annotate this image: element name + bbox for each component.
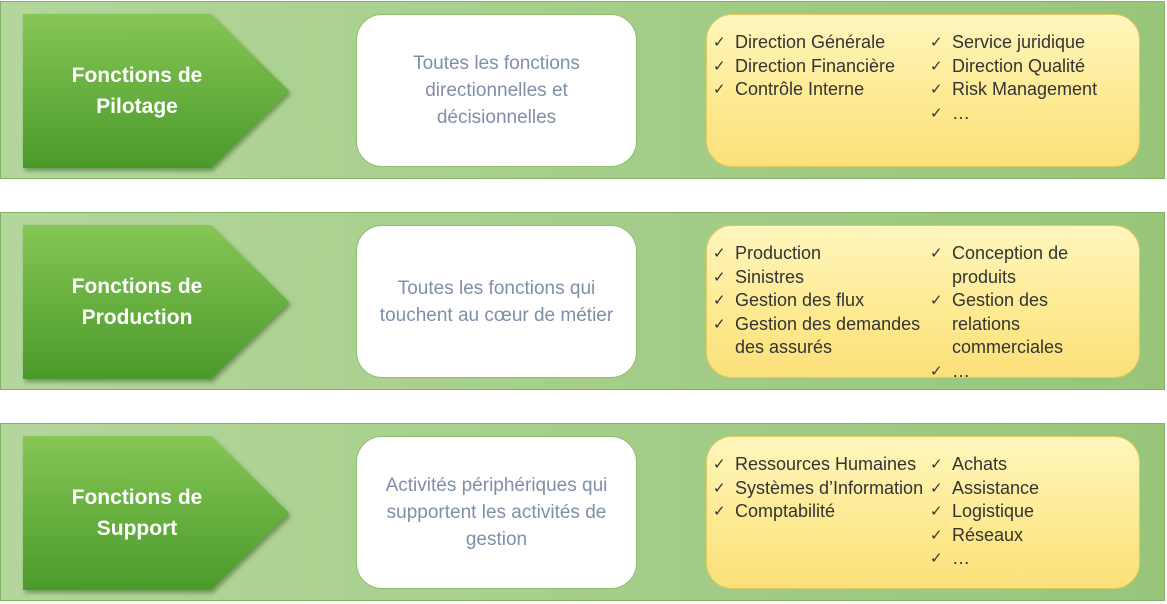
list-item: ✓ Ressources Humaines bbox=[713, 453, 945, 477]
check-icon: ✓ bbox=[930, 34, 943, 51]
chevron-arrow-icon bbox=[23, 436, 289, 590]
check-icon: ✓ bbox=[713, 245, 726, 262]
list-item: ✓ Direction Financière bbox=[713, 55, 945, 79]
list-item-label: Gestion des flux bbox=[735, 290, 865, 310]
list-item-label: Risk Management bbox=[952, 79, 1098, 99]
list-item-label: Ressources Humaines bbox=[735, 454, 917, 474]
check-icon: ✓ bbox=[930, 104, 943, 122]
check-icon: ✓ bbox=[930, 456, 943, 473]
list-item: ✓… bbox=[930, 102, 1135, 126]
check-icon: ✓ bbox=[930, 479, 943, 497]
function-list-left: ✓ Ressources Humaines ✓ Systèmes d’Informa… bbox=[713, 453, 945, 524]
check-icon: ✓ bbox=[713, 315, 726, 333]
check-icon: ✓ bbox=[713, 503, 726, 520]
list-item: ✓… bbox=[930, 547, 1135, 571]
function-list-left: ✓ Direction Générale ✓ Direction Financièr… bbox=[713, 31, 945, 102]
list-item-label: Production bbox=[735, 243, 822, 263]
list-item-label: Service juridique bbox=[952, 32, 1086, 52]
list-item: ✓ Sinistres bbox=[713, 266, 928, 290]
check-icon: ✓ bbox=[713, 479, 726, 497]
function-title-line1: Fonctions de bbox=[71, 275, 203, 298]
check-icon: ✓ bbox=[713, 292, 726, 309]
chevron-arrow-icon bbox=[23, 225, 289, 379]
function-title-line2: Pilotage bbox=[96, 95, 178, 118]
chevron-shape-pilotage: Fonctions de Pilotage bbox=[23, 14, 289, 168]
function-list-box: ✓ Direction Générale ✓ Direction Financièr… bbox=[706, 14, 1140, 167]
chevron-shape-production: Fonctions de Production bbox=[23, 225, 289, 379]
list-item: ✓ Production bbox=[713, 242, 928, 266]
check-icon: ✓ bbox=[713, 57, 726, 75]
list-item-label: … bbox=[952, 102, 970, 123]
list-item-label: Direction Générale bbox=[735, 32, 886, 52]
list-item: ✓ Service juridique bbox=[930, 31, 1135, 55]
list-item-label: … bbox=[952, 360, 970, 381]
list-item: ✓ Contrôle Interne bbox=[713, 78, 945, 102]
list-item: ✓ Achats bbox=[930, 453, 1135, 477]
list-item: ✓ Systèmes d’Information bbox=[713, 477, 945, 501]
function-list-box: ✓ Ressources Humaines ✓ Systèmes d’Informa… bbox=[706, 436, 1140, 589]
check-icon: ✓ bbox=[930, 503, 943, 520]
function-description: Toutes les fonctions qui touchent au cœu… bbox=[356, 225, 637, 378]
function-title: Fonctions de Production bbox=[23, 225, 251, 379]
check-icon: ✓ bbox=[930, 292, 943, 309]
check-icon: ✓ bbox=[713, 81, 726, 98]
list-item-label: Réseaux bbox=[952, 524, 1024, 545]
list-item-label: Achats bbox=[952, 454, 1008, 474]
list-item-label: Sinistres bbox=[735, 266, 805, 287]
list-item: ✓ Assistance bbox=[930, 477, 1135, 501]
list-item: ✓ Gestion des demandes des assurés bbox=[713, 313, 928, 360]
list-item: ✓ Logistique bbox=[930, 500, 1135, 524]
check-icon: ✓ bbox=[930, 245, 943, 262]
list-item-label: Direction Qualité bbox=[952, 55, 1086, 76]
function-list-right: ✓ Conception de produits ✓ Gestion des rel… bbox=[930, 242, 1080, 383]
list-item: ✓ Gestion des relations commerciales bbox=[930, 289, 1080, 360]
function-title-line1: Fonctions de bbox=[71, 64, 203, 87]
list-item: ✓ Réseaux bbox=[930, 524, 1135, 548]
function-title-line2: Production bbox=[81, 306, 193, 329]
row-pilotage: Fonctions de Pilotage Toutes les fonctio… bbox=[0, 1, 1165, 179]
function-description: Activités périphériques qui supportent l… bbox=[356, 436, 637, 589]
check-icon: ✓ bbox=[713, 456, 726, 473]
list-item-label: Direction Financière bbox=[735, 55, 896, 76]
row-support: Fonctions de Support Activités périphéri… bbox=[0, 423, 1165, 601]
function-title-line2: Support bbox=[96, 517, 178, 540]
function-title: Fonctions de Support bbox=[23, 436, 251, 590]
function-list-right: ✓ Service juridique ✓ Direction Qualité ✓ R… bbox=[930, 31, 1135, 125]
list-item-label: Gestion des relations commerciales bbox=[952, 290, 1064, 357]
list-item: ✓ Gestion des flux bbox=[713, 289, 928, 313]
check-icon: ✓ bbox=[930, 81, 943, 98]
list-item-label: Conception de produits bbox=[952, 243, 1069, 287]
list-item-label: Assistance bbox=[952, 477, 1040, 498]
function-list-left: ✓ Production ✓ Sinistres ✓ Gestion des flux… bbox=[713, 242, 928, 360]
list-item: ✓ Risk Management bbox=[930, 78, 1135, 102]
function-description: Toutes les fonctions directionnelles et … bbox=[356, 14, 637, 167]
function-title: Fonctions de Pilotage bbox=[23, 14, 251, 168]
list-item-label: … bbox=[952, 548, 970, 568]
function-list-box: ✓ Production ✓ Sinistres ✓ Gestion des flux… bbox=[706, 225, 1140, 381]
list-item-label: Contrôle Interne bbox=[735, 79, 865, 99]
list-item-label: Logistique bbox=[952, 501, 1035, 521]
function-title-line1: Fonctions de bbox=[71, 486, 203, 509]
check-icon: ✓ bbox=[713, 34, 726, 51]
list-item: ✓ Direction Générale bbox=[713, 31, 945, 55]
list-item-label: Comptabilité bbox=[735, 501, 836, 521]
check-icon: ✓ bbox=[930, 362, 943, 380]
chevron-shape-support: Fonctions de Support bbox=[23, 436, 289, 590]
check-icon: ✓ bbox=[930, 550, 943, 567]
list-item-label: Gestion des demandes des assurés bbox=[735, 313, 921, 358]
list-item: ✓… bbox=[930, 360, 1080, 384]
check-icon: ✓ bbox=[930, 526, 943, 544]
list-item-label: Systèmes d’Information bbox=[735, 477, 924, 498]
list-item: ✓ Direction Qualité bbox=[930, 55, 1135, 79]
chevron-arrow-icon bbox=[23, 14, 289, 168]
check-icon: ✓ bbox=[930, 57, 943, 75]
list-item: ✓ Conception de produits bbox=[930, 242, 1080, 289]
function-list-right: ✓ Achats ✓ Assistance ✓ Logistique ✓ Réseaux… bbox=[930, 453, 1135, 571]
row-production: Fonctions de Production Toutes les fonct… bbox=[0, 212, 1165, 390]
list-item: ✓ Comptabilité bbox=[713, 500, 945, 524]
check-icon: ✓ bbox=[713, 268, 726, 286]
